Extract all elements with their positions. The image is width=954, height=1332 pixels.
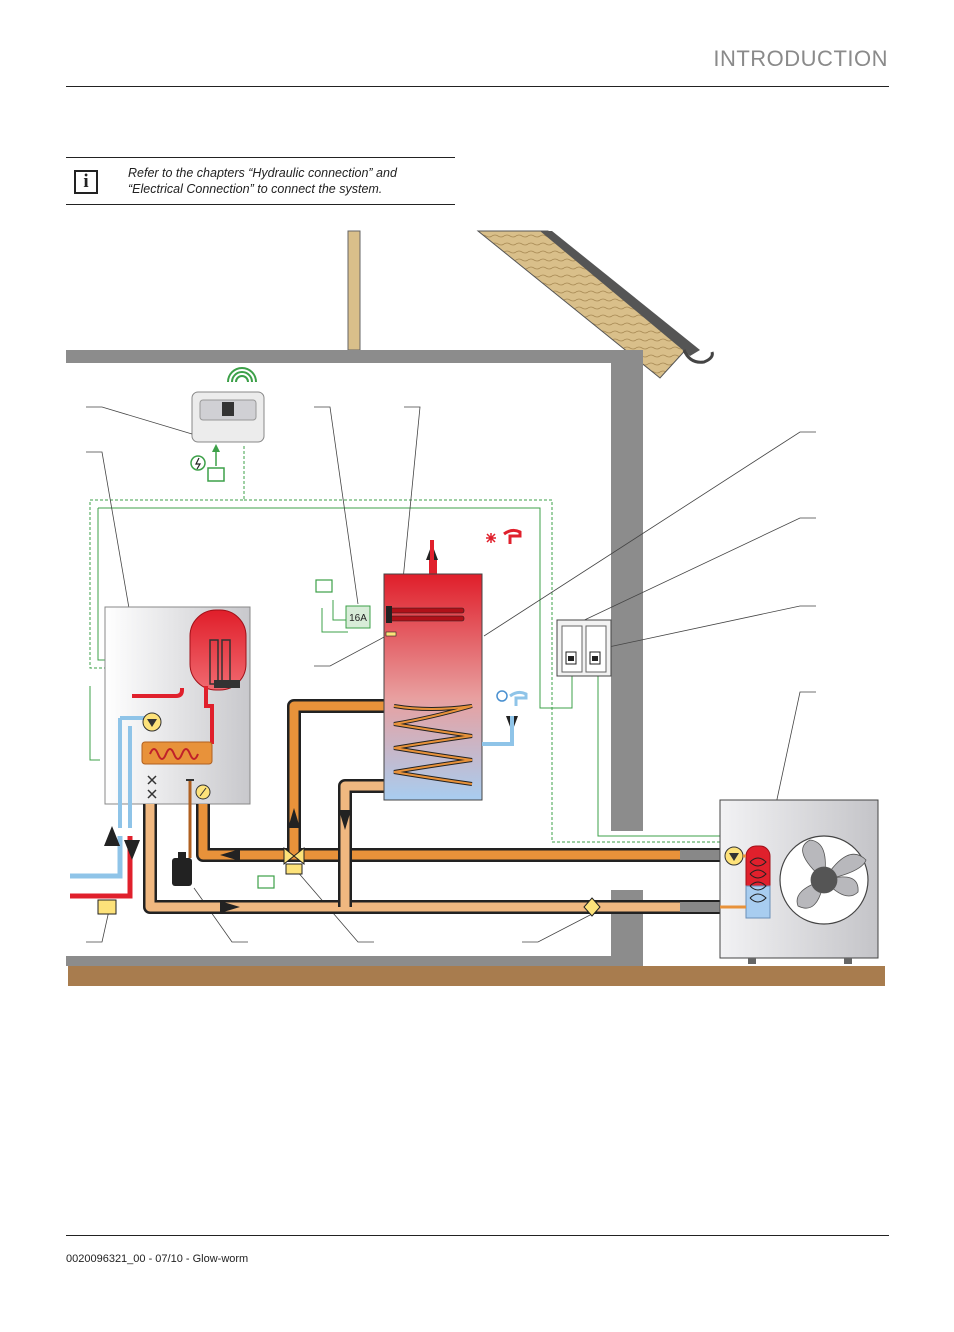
heat-exchanger-icon [149,748,199,760]
insulated-pipes [143,699,720,914]
underfloor-manifold-icon [97,899,117,915]
control-wiring [89,446,720,843]
wireless-controller [190,367,265,482]
electrical-cabinet [556,619,612,677]
boiler-unit [104,606,251,858]
ground [68,966,885,986]
bus-connector-icon [207,467,225,482]
cold-water-tap-icon [496,690,528,706]
connector-icons [257,579,333,889]
note-box: i Refer to the chapters “Hydraulic conne… [66,157,455,205]
building-walls [66,230,885,986]
note-text: Refer to the chapters “Hydraulic connect… [128,165,448,197]
hot-water-tap-icon [486,528,522,544]
footer-rule [66,1235,889,1236]
expansion-vessel [172,852,192,886]
filter-icon [583,897,601,917]
fuse-label: 16A [349,613,367,624]
outdoor-heat-pump [719,799,879,964]
header-rule [66,86,889,87]
wifi-icon [227,367,257,383]
page-title: INTRODUCTION [713,46,888,71]
diverter-valve [283,846,305,875]
hot-water-cylinder [383,540,514,801]
document-reference: 0020096321_00 - 07/10 - Glow-worm [66,1253,249,1265]
gutter-icon [682,349,714,364]
fuse: 16A [345,605,371,629]
heating-circuit-pipes [70,826,140,915]
info-icon: i [74,170,98,194]
note-line-2: “Electrical Connection” to connect the s… [128,182,383,196]
fan-icon [796,839,867,909]
note-line-1: Refer to the chapters “Hydraulic connect… [128,166,397,180]
power-icon [190,455,206,471]
roof [476,230,714,379]
leader-lines [86,406,816,943]
